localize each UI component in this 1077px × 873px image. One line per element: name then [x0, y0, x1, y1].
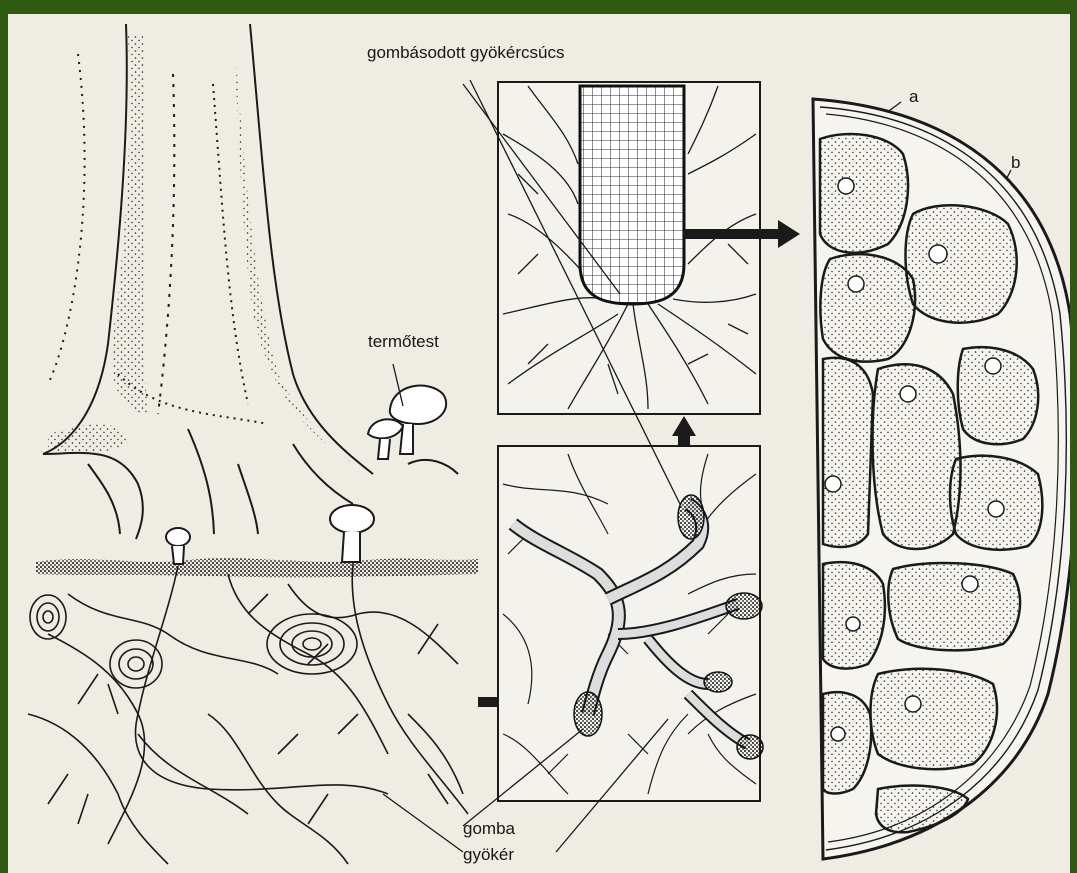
fruiting-body-drawing	[368, 386, 458, 474]
tree-trunk	[43, 24, 373, 539]
lower-detail-box	[498, 446, 763, 801]
label-root: gyökér	[463, 846, 514, 863]
mycorrhiza-diagram	[8, 14, 1070, 873]
underground-mushrooms	[166, 505, 374, 564]
label-fungus: gomba	[463, 820, 515, 837]
root-network	[28, 564, 468, 864]
label-fruiting-body: termőtest	[368, 333, 439, 350]
label-b: b	[1011, 154, 1020, 171]
root-cross-section	[813, 99, 1070, 859]
upper-detail-box	[498, 82, 760, 414]
soil-surface	[36, 558, 478, 577]
label-mycorrhizal-root-tip: gombásodott gyökércsúcs	[367, 44, 565, 61]
label-a: a	[909, 88, 918, 105]
illustration-paper: gombásodott gyökércsúcs termőtest gomba …	[8, 14, 1070, 873]
hyphal-swirls	[30, 595, 357, 688]
